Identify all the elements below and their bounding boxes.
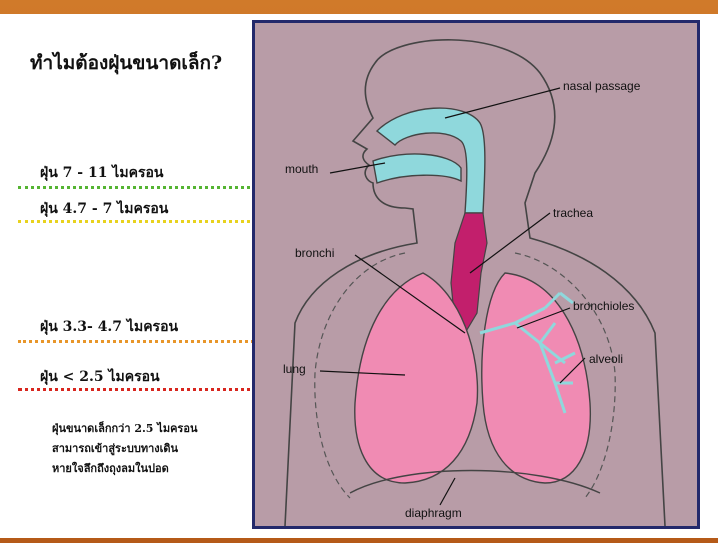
note-text: ฝุ่นขนาดเล็กกว่า 2.5 ไมครอน สามารถเข้าสู… [52,419,197,479]
respiratory-diagram-svg: nasal passage mouth trachea bronchi bron… [255,23,697,526]
label-alveoli: alveoli [589,352,623,366]
label-lung: lung [283,362,306,376]
note-line: หายใจลึกถึงถุงลมในปอด [52,459,197,479]
label-bronchioles: bronchioles [573,299,634,313]
label-nasal-passage: nasal passage [563,79,641,93]
size-label-7-11: ฝุ่น 7 - 11 ไมครอน [40,162,163,184]
mouth-shape [373,154,461,183]
size-label-3.3-4.7: ฝุ่น 3.3- 4.7 ไมครอน [40,316,178,338]
note-line: สามารถเข้าสู่ระบบทางเดิน [52,439,197,459]
size-label-4.7-7: ฝุ่น 4.7 - 7 ไมครอน [40,198,168,220]
label-trachea: trachea [553,206,593,220]
label-diaphragm: diaphragm [405,506,462,520]
page-title: ทำไมต้องฝุ่นขนาดเล็ก? [30,48,222,78]
respiratory-diagram: nasal passage mouth trachea bronchi bron… [252,20,700,529]
size-label-under-2.5: ฝุ่น < 2.5 ไมครอน [40,366,160,388]
note-line: ฝุ่นขนาดเล็กกว่า 2.5 ไมครอน [52,419,197,439]
label-mouth: mouth [285,162,318,176]
label-bronchi: bronchi [295,246,334,260]
